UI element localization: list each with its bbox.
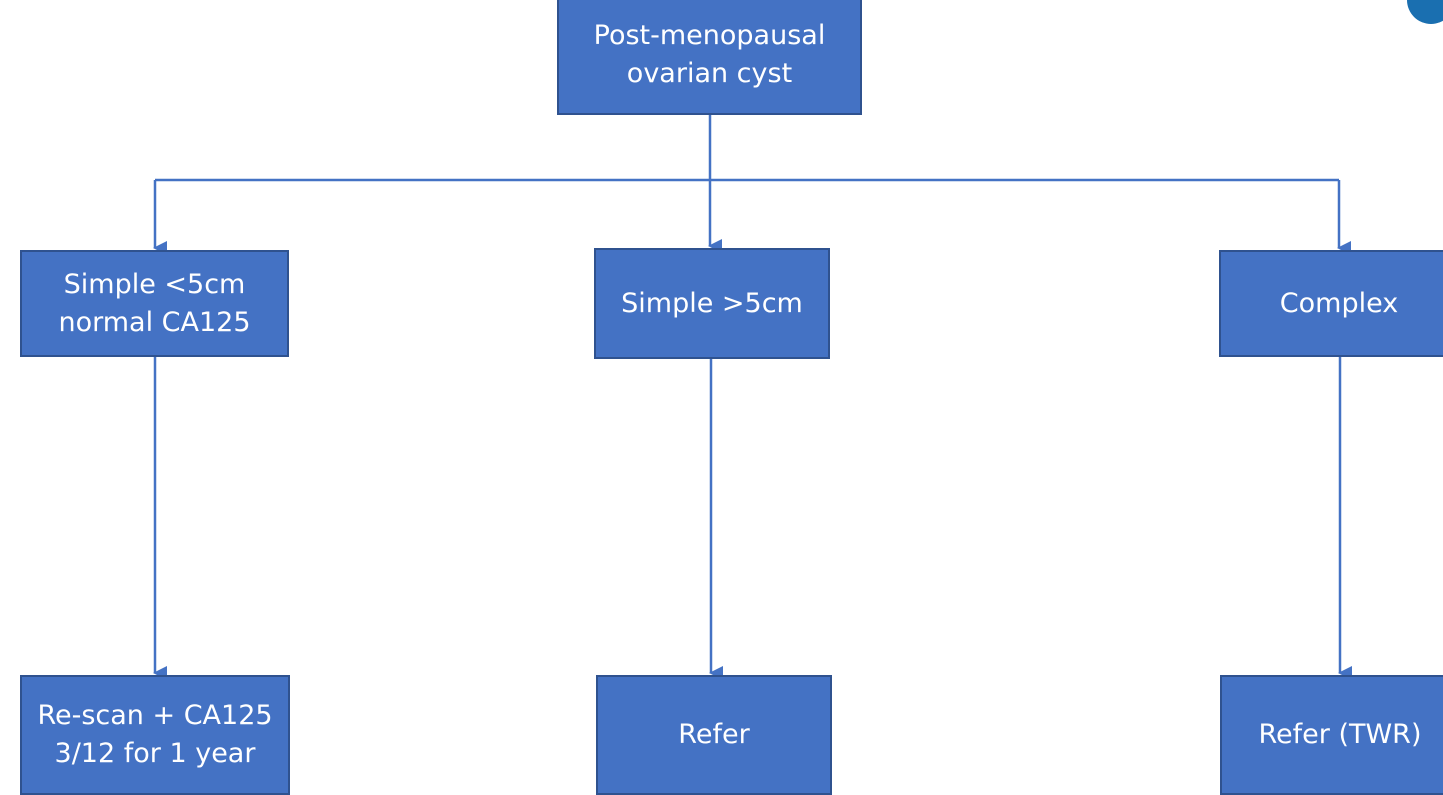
node-label-line2: normal CA125 (58, 306, 251, 338)
node-label-line1: Simple <5cm (63, 268, 246, 300)
node-label-line2: ovarian cyst (626, 57, 793, 89)
node-simple-small-normal-ca125: Simple <5cm normal CA125 (20, 250, 289, 357)
node-refer: Refer (596, 675, 832, 795)
node-rescan-ca125: Re-scan + CA125 3/12 for 1 year (20, 675, 290, 795)
node-label-line2: 3/12 for 1 year (54, 738, 256, 769)
node-simple-large: Simple >5cm (594, 248, 830, 359)
node-refer-twr: Refer (TWR) (1220, 675, 1443, 795)
node-label-line1: Refer (TWR) (1258, 719, 1422, 751)
node-post-menopausal-ovarian-cyst: Post-menopausal ovarian cyst (557, 0, 862, 115)
node-label-line1: Simple >5cm (621, 287, 803, 319)
node-label-line1: Post-menopausal (593, 19, 826, 51)
node-label-line1: Refer (678, 719, 750, 751)
node-complex: Complex (1219, 250, 1443, 357)
node-label-line1: Re-scan + CA125 (37, 700, 273, 732)
node-label-line1: Complex (1279, 287, 1399, 319)
